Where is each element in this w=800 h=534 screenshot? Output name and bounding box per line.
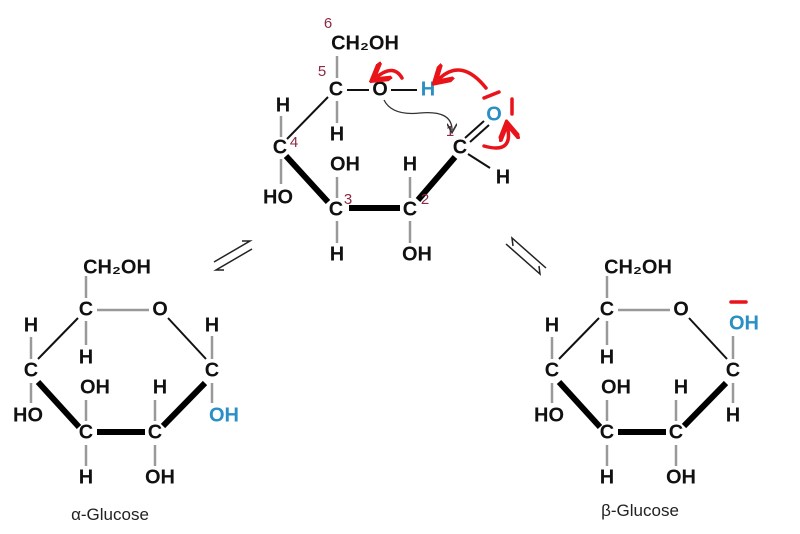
red-arrow-bond-to-o [482,130,509,150]
bond [286,96,329,140]
equilibrium-arrow-left [213,240,253,271]
atom-label: H [600,466,614,488]
atom-label: CH₂OH [604,256,672,278]
atom-label: HO [534,404,564,426]
bond [467,153,491,169]
atom-label: H [205,314,219,336]
atom-label: C [79,298,93,320]
equilibrium-arrow-right [505,236,547,276]
atom-label: C [205,359,219,381]
beta-glucose-label: β-Glucose [601,501,679,520]
red-arrow-h-to-o [378,70,404,78]
red-arrow-lonepair-to-h [440,70,488,90]
atom-label: OH [729,312,759,334]
atom-label: C [669,421,683,443]
atom-label: O [486,103,502,125]
atom-label: O [673,298,689,320]
bond [469,124,490,143]
lone-pair-bar [482,90,501,100]
atom-label: H [24,314,38,336]
atom-label: H [674,376,688,398]
atom-label: OH [209,404,239,426]
atom-label: H [726,404,740,426]
carbon-number: 2 [421,191,429,208]
atom-label: C [329,198,343,220]
bond [415,155,458,202]
atom-label: C [148,421,162,443]
bond [688,317,728,360]
atom-label: H [330,123,344,145]
carbon-number: 1 [446,123,454,140]
atom-label: H [545,314,559,336]
atom-label: C [726,359,740,381]
carbon-number: 6 [324,15,332,32]
bond [464,120,485,139]
atom-label: H [153,376,167,398]
atom-label: H [276,94,290,116]
atom-label: C [403,198,417,220]
atom-label: H [496,166,510,188]
atom-label: C [453,136,467,158]
atom-label: O [372,78,388,100]
atom-label: OH [402,243,432,265]
bond [37,317,79,360]
atom-label: OH [666,466,696,488]
atom-label: OH [330,153,360,175]
atom-label: H [403,153,417,175]
atom-label: HO [13,404,43,426]
atom-label: H [79,466,93,488]
atom-label: CH₂OH [331,32,399,54]
bond [558,317,600,360]
atom-label: C [329,78,343,100]
atom-label: H [330,243,344,265]
atom-label: C [79,421,93,443]
alpha-glucose-label: α-Glucose [71,505,149,524]
carbon-number: 4 [290,134,298,151]
atom-label: H [600,346,614,368]
bond [160,380,208,429]
atom-label: OH [601,376,631,398]
atom-label: H [79,346,93,368]
bond [35,379,82,430]
carbon-number: 3 [344,191,352,208]
atom-label: H [421,78,435,100]
atom-label: C [600,421,614,443]
bond [556,379,603,430]
atom-label: C [600,298,614,320]
bond [681,380,729,429]
atom-label: C [273,136,287,158]
atom-label: OH [80,376,110,398]
atom-label: CH₂OH [83,256,151,278]
bond [283,153,331,205]
atom-label: C [24,359,38,381]
atom-label: C [545,359,559,381]
atom-label: HO [263,186,293,208]
atom-label: OH [145,466,175,488]
nucleophilic-attack-arrow [383,99,452,130]
bond [167,317,207,360]
atom-label: O [152,298,168,320]
carbon-number: 5 [318,63,326,80]
